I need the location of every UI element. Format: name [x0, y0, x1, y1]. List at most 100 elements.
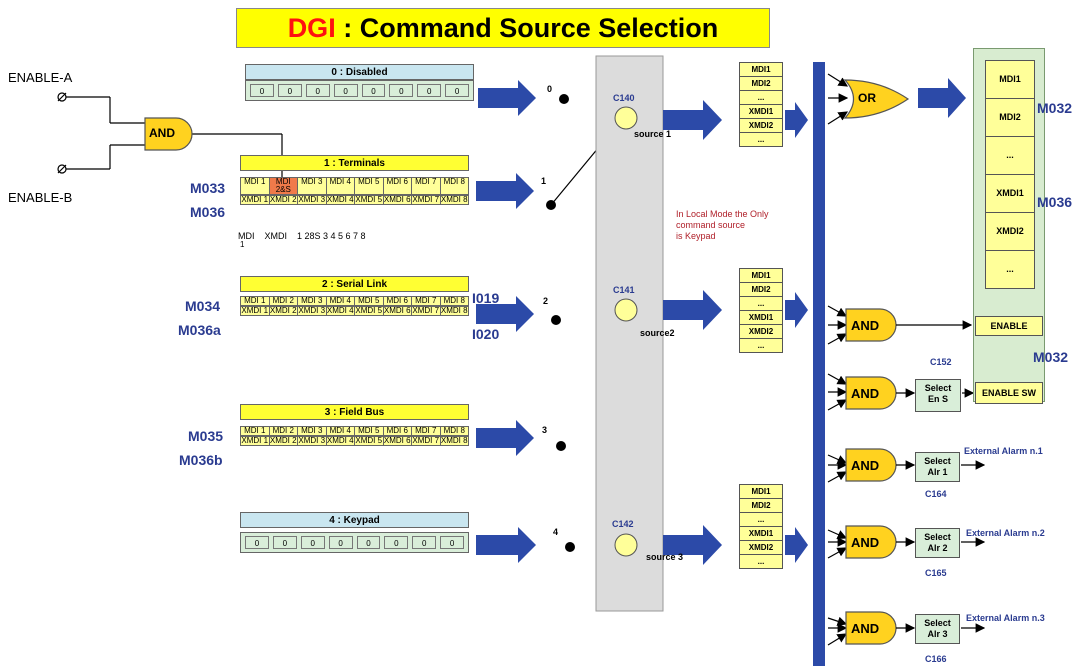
output-item: MDI2 — [986, 99, 1034, 137]
or-gate-label: OR — [858, 91, 876, 105]
selector-arrows — [663, 100, 808, 565]
keypad-cell: 0 — [300, 536, 325, 549]
xmdi-cell: XMDI 1 — [241, 196, 270, 204]
mdi-cell: MDI 2 — [269, 297, 298, 305]
disabled-cell: 0 — [250, 84, 274, 97]
disabled-cell: 0 — [417, 84, 442, 97]
c141-label: C141 — [613, 285, 635, 295]
or-to-panel-arrow — [918, 78, 966, 118]
output-item: XMDI2 — [986, 213, 1034, 251]
enable-box: ENABLE — [975, 316, 1043, 336]
note-line: command source — [676, 220, 746, 230]
select-line: Select — [924, 532, 951, 542]
mdi-cell: MDI 7 — [412, 178, 441, 194]
stack-item: ... — [757, 341, 765, 350]
stack-item: MDI1 — [740, 269, 782, 283]
serial-xmdi-row: XMDI 1 XMDI 2 XMDI 3 XMDI 4 XMDI 5 XMDI … — [240, 306, 469, 316]
mdi-cell: MDI 1 — [241, 297, 270, 305]
xmdi-cell: XMDI 3 — [298, 196, 327, 204]
stack-item: MDI1 — [740, 63, 782, 77]
title-prefix: DGI — [287, 13, 336, 43]
external-alarm-3-label: External Alarm n.3 — [966, 613, 1045, 623]
mdi-cell: MDI 4 — [326, 427, 355, 435]
disabled-output-number: 0 — [547, 84, 553, 94]
stack-item: XMDI1 — [740, 527, 782, 541]
select-line: Alr 2 — [927, 543, 948, 553]
enable-a-label: ENABLE-A — [8, 70, 73, 85]
select-line: Alr 1 — [927, 467, 948, 477]
stack-item: MDI2 — [740, 283, 782, 297]
xmdi-cell: XMDI 2 — [269, 307, 298, 315]
output-stack: MDI1 MDI2 ... XMDI1 XMDI2 ... — [985, 60, 1035, 289]
and-output-arrows — [896, 320, 986, 633]
title-separator: : — [335, 13, 360, 43]
mdi-cell: MDI 8 — [440, 297, 468, 305]
mdi-cell: MDI 3 — [298, 178, 327, 194]
and-gate-label: AND — [851, 318, 880, 333]
output-item: ... — [1006, 264, 1014, 274]
mdi-cell: MDI 1 — [241, 427, 270, 435]
select-line: Select — [924, 618, 951, 628]
and-gate-label: AND — [851, 535, 880, 550]
keypad-cell: 0 — [356, 536, 381, 549]
keypad-cells: 0 0 0 0 0 0 0 0 — [240, 532, 469, 553]
keypad-block: 4 : Keypad 0 0 0 0 0 0 0 0 — [240, 512, 469, 553]
select-en-box: Select En S — [915, 379, 961, 412]
stack-item: ... — [757, 135, 765, 144]
stack-item: ... — [757, 557, 765, 566]
enable-b-label: ENABLE-B — [8, 190, 73, 205]
select-en-line: En S — [927, 394, 948, 404]
select-line: Alr 3 — [927, 629, 948, 639]
xmdi-cell: XMDI 7 — [412, 307, 441, 315]
xmdi-cell: XMDI 7 — [412, 196, 441, 204]
or-gate-shape — [843, 79, 910, 119]
fieldbus-header: 3 : Field Bus — [240, 404, 469, 420]
source2-label: source2 — [640, 328, 675, 338]
xmdi-cell: XMDI 6 — [383, 196, 412, 204]
keypad-header: 4 : Keypad — [240, 512, 469, 528]
and-gate-label: AND — [851, 458, 880, 473]
stack-item: ... — [740, 513, 782, 527]
and-gate-shape — [144, 117, 193, 151]
enable-sw-box: ENABLE SW — [975, 382, 1043, 404]
mdi-cell: MDI 2 — [269, 427, 298, 435]
xmdi-cell: XMDI 6 — [383, 307, 412, 315]
xmdi-cell: XMDI 5 — [355, 196, 384, 204]
fieldbus-m036b-label: M036b — [179, 452, 223, 468]
c166-label: C166 — [925, 654, 947, 664]
mdi-cell: MDI 4 — [326, 178, 355, 194]
select-line: Select — [924, 456, 951, 466]
xmdi-cell: XMDI 3 — [298, 437, 327, 445]
terminals-m036-label: M036 — [190, 204, 226, 220]
vertical-bus — [813, 62, 825, 666]
mdi-cell: MDI 5 — [355, 297, 384, 305]
note-line: In Local Mode the Only — [676, 209, 769, 219]
stack-item: MDI2 — [740, 499, 782, 513]
note-line: is Keypad — [676, 231, 716, 241]
xmdi-cell: XMDI 7 — [412, 437, 441, 445]
terminals-xmdi-row: XMDI 1 XMDI 2 XMDI 3 XMDI 4 XMDI 5 XMDI … — [240, 195, 469, 205]
serial-block: 2 : Serial Link MDI 1 MDI 2 MDI 3 MDI 4 … — [240, 276, 469, 316]
terminals-output-number: 1 — [541, 176, 547, 186]
selector-panel — [595, 55, 664, 612]
terminals-legend: MDI XMDI 1 28S 3 4 5 6 7 8 — [238, 231, 366, 241]
terminals-block: 1 : Terminals MDI 1 MDI 2&S MDI 3 MDI 4 … — [240, 155, 469, 205]
xmdi-cell: XMDI 8 — [440, 437, 468, 445]
local-mode-note: In Local Mode the Only command source is… — [676, 209, 769, 242]
c140-label: C140 — [613, 93, 635, 103]
stack-item: MDI1 — [740, 485, 782, 499]
select-alr1-box: Select Alr 1 — [915, 452, 960, 482]
xmdi-cell: XMDI 2 — [269, 437, 298, 445]
mdi-cell: MDI 6 — [383, 427, 412, 435]
source3-label: source 3 — [646, 552, 684, 562]
xmdi-cell: XMDI 6 — [383, 437, 412, 445]
stack-item: XMDI2 — [740, 541, 782, 555]
disabled-cell: 0 — [361, 84, 386, 97]
stack-item: MDI2 — [740, 77, 782, 91]
disabled-cells: 0 0 0 0 0 0 0 0 — [245, 80, 474, 101]
fieldbus-mdi-row: MDI 1 MDI 2 MDI 3 MDI 4 MDI 5 MDI 6 MDI … — [240, 426, 469, 436]
xmdi-cell: XMDI 4 — [326, 437, 355, 445]
fieldbus-output-number: 3 — [542, 425, 548, 435]
and-gate-label: AND — [851, 621, 880, 636]
